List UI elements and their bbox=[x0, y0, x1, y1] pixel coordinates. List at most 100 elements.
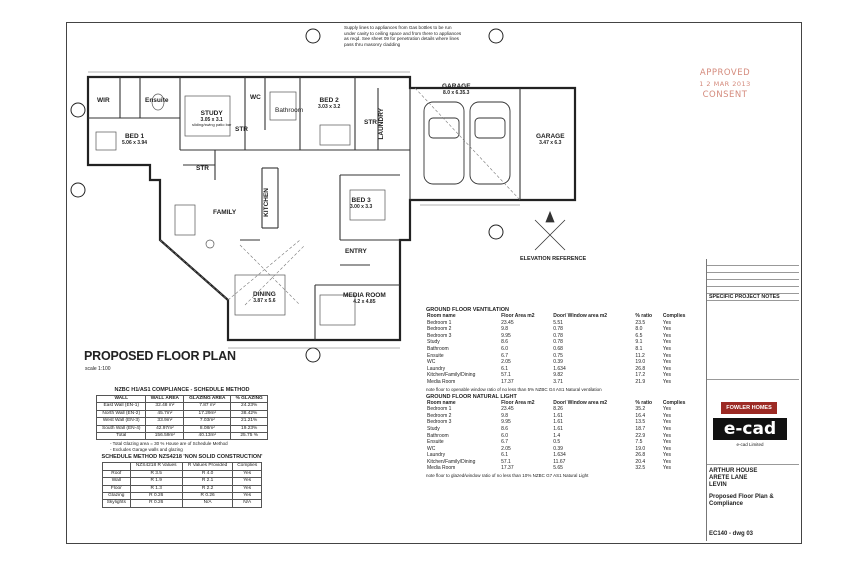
table-cell: Yes bbox=[232, 484, 262, 494]
table-cell: Yes bbox=[662, 359, 672, 366]
table-cell: 1.61 bbox=[553, 412, 563, 419]
table-cell: Bedroom 1 bbox=[427, 406, 452, 413]
table-cell: 33.9m² bbox=[145, 417, 185, 426]
table-cell: 26.8 bbox=[635, 365, 646, 372]
table-header-row: NZS4218 R Values R Values Provided Compl… bbox=[102, 462, 262, 471]
table-cell: 21.21% bbox=[230, 417, 268, 426]
table-cell: 1.634 bbox=[553, 452, 566, 459]
garage-dim: 8.0 x 6.35.3 bbox=[443, 89, 470, 96]
table-cell: 32.5 bbox=[635, 465, 646, 472]
natural-light-title: GROUND FLOOR NATURAL LIGHT bbox=[426, 393, 517, 400]
table-cell: 9.82 bbox=[553, 372, 563, 379]
table-cell: 32.48 m² bbox=[145, 402, 185, 411]
table-cell: 6.5 bbox=[635, 332, 643, 339]
table-cell: Yes bbox=[662, 452, 672, 459]
drawing-sheet bbox=[66, 22, 802, 544]
table-cell: Bedroom 1 bbox=[427, 319, 452, 326]
table-cell: Media Room bbox=[427, 465, 456, 472]
table-cell: 23.45 bbox=[501, 319, 514, 326]
table-cell: 9.95 bbox=[501, 332, 511, 339]
table-cell: 5.51 bbox=[553, 319, 563, 326]
table-cell: Kitchen/Family/Dining bbox=[427, 458, 476, 465]
room-bed3: BED 3 3.00 x 3.3 bbox=[350, 197, 373, 210]
natural-light-table: Room name Floor Area m2 Door/ Window are… bbox=[426, 400, 698, 473]
table-cell: 7.03m² bbox=[183, 417, 232, 426]
table-cell: Yes bbox=[662, 432, 672, 439]
table-cell: 2.05 bbox=[501, 445, 511, 452]
dining-dim: 3.87 x 5.6 bbox=[253, 297, 276, 304]
table-cell: Study bbox=[427, 425, 440, 432]
room-str-3: STR bbox=[196, 165, 209, 172]
table-cell: 6.0 bbox=[501, 345, 509, 352]
header-cell: Complies bbox=[662, 313, 686, 319]
room-ensuite: Ensuite bbox=[145, 97, 169, 104]
table-cell: Yes bbox=[662, 458, 672, 465]
bed3-dim: 3.00 x 3.3 bbox=[350, 203, 373, 210]
header-cell: Complies bbox=[232, 462, 262, 471]
table-cell: 42.97m² bbox=[145, 424, 185, 434]
stamp-line-2: 1 2 MAR 2013 bbox=[699, 80, 751, 88]
table-cell: WC bbox=[427, 445, 436, 452]
media-dim: 4.2 x 4.85 bbox=[353, 298, 376, 305]
ventilation-title: GROUND FLOOR VENTILATION bbox=[426, 307, 510, 313]
table-cell: 19.0 bbox=[635, 359, 646, 366]
table-cell: R 0.26 bbox=[181, 492, 234, 501]
bed2-dim: 3.03 x 3.2 bbox=[318, 103, 341, 110]
table-cell: Yes bbox=[662, 412, 672, 419]
header-cell: Complies bbox=[662, 399, 686, 406]
table-cell: North Wall (EN-2) bbox=[95, 409, 147, 419]
table-cell: Media Room bbox=[427, 378, 456, 385]
table-cell: Yes bbox=[662, 372, 672, 379]
table-cell: 17.2 bbox=[635, 372, 646, 379]
table-cell: 6.7 bbox=[501, 352, 509, 359]
header-cell: Floor Area m2 bbox=[501, 313, 535, 319]
study-sub: sliding/swing patio bar bbox=[192, 122, 232, 128]
gas-supply-note: Supply lines to appliances from Gas bott… bbox=[344, 25, 462, 47]
room-kitchen: KITCHEN bbox=[263, 188, 270, 217]
table-header-row: Room name Floor Area m2 Door/ Window are… bbox=[426, 313, 698, 320]
table-cell: N/A bbox=[181, 499, 234, 508]
title-block: SPECIFIC PROJECT NOTES FOWLER HOMES e-ca… bbox=[706, 259, 799, 541]
table-cell: 18.7 bbox=[635, 425, 646, 432]
study-dim: 3.05 x 3.1 bbox=[200, 116, 223, 123]
table-cell: 0.78 bbox=[553, 326, 563, 333]
table-row: Bedroom 1 23.45 5.51 23.5 Yes bbox=[426, 320, 698, 327]
room-bed1: BED 1 5.06 x 3.94 bbox=[122, 133, 148, 146]
project-street: ARETE LANE bbox=[709, 475, 748, 481]
table-cell: Yes bbox=[662, 378, 672, 385]
bed1-name: BED 1 bbox=[124, 133, 145, 140]
nzbc-note-1: - Total Glazing area = 30 % House are of… bbox=[110, 441, 228, 447]
table-cell: 8.6 bbox=[501, 339, 509, 346]
table-cell: 11.67 bbox=[553, 458, 566, 465]
room-wir: WIR bbox=[97, 97, 110, 104]
table-cell: 23.5 bbox=[635, 319, 646, 326]
table-cell: Yes bbox=[662, 465, 672, 472]
garage2-dim: 3.47 x 6.3 bbox=[539, 139, 562, 146]
table-cell: 22.9 bbox=[635, 432, 646, 439]
table-cell: Yes bbox=[662, 339, 672, 346]
garage2-name: GARAGE bbox=[536, 133, 565, 140]
nzbc-title: NZBC H1/AS1 COMPLIANCE - SCHEDULE METHOD bbox=[114, 387, 250, 393]
garage-name: GARAGE bbox=[442, 83, 471, 90]
table-cell: West Wall (EN-3) bbox=[95, 417, 147, 426]
table-cell: 0.39 bbox=[553, 445, 563, 452]
header-cell: WALL AREA bbox=[145, 394, 185, 404]
table-cell: Yes bbox=[662, 319, 672, 326]
media-name: MEDIA ROOM bbox=[343, 292, 386, 299]
drawing-title: PROPOSED FLOOR PLAN bbox=[84, 349, 236, 363]
room-garage-2: GARAGE 3.47 x 6.3 bbox=[536, 133, 565, 146]
project-name: ARTHUR HOUSE bbox=[709, 468, 758, 474]
bed1-dim: 5.06 x 3.94 bbox=[122, 139, 148, 146]
compliance-tables: GROUND FLOOR VENTILATION Room name Floor… bbox=[426, 306, 698, 480]
table-cell: WC bbox=[427, 359, 436, 366]
